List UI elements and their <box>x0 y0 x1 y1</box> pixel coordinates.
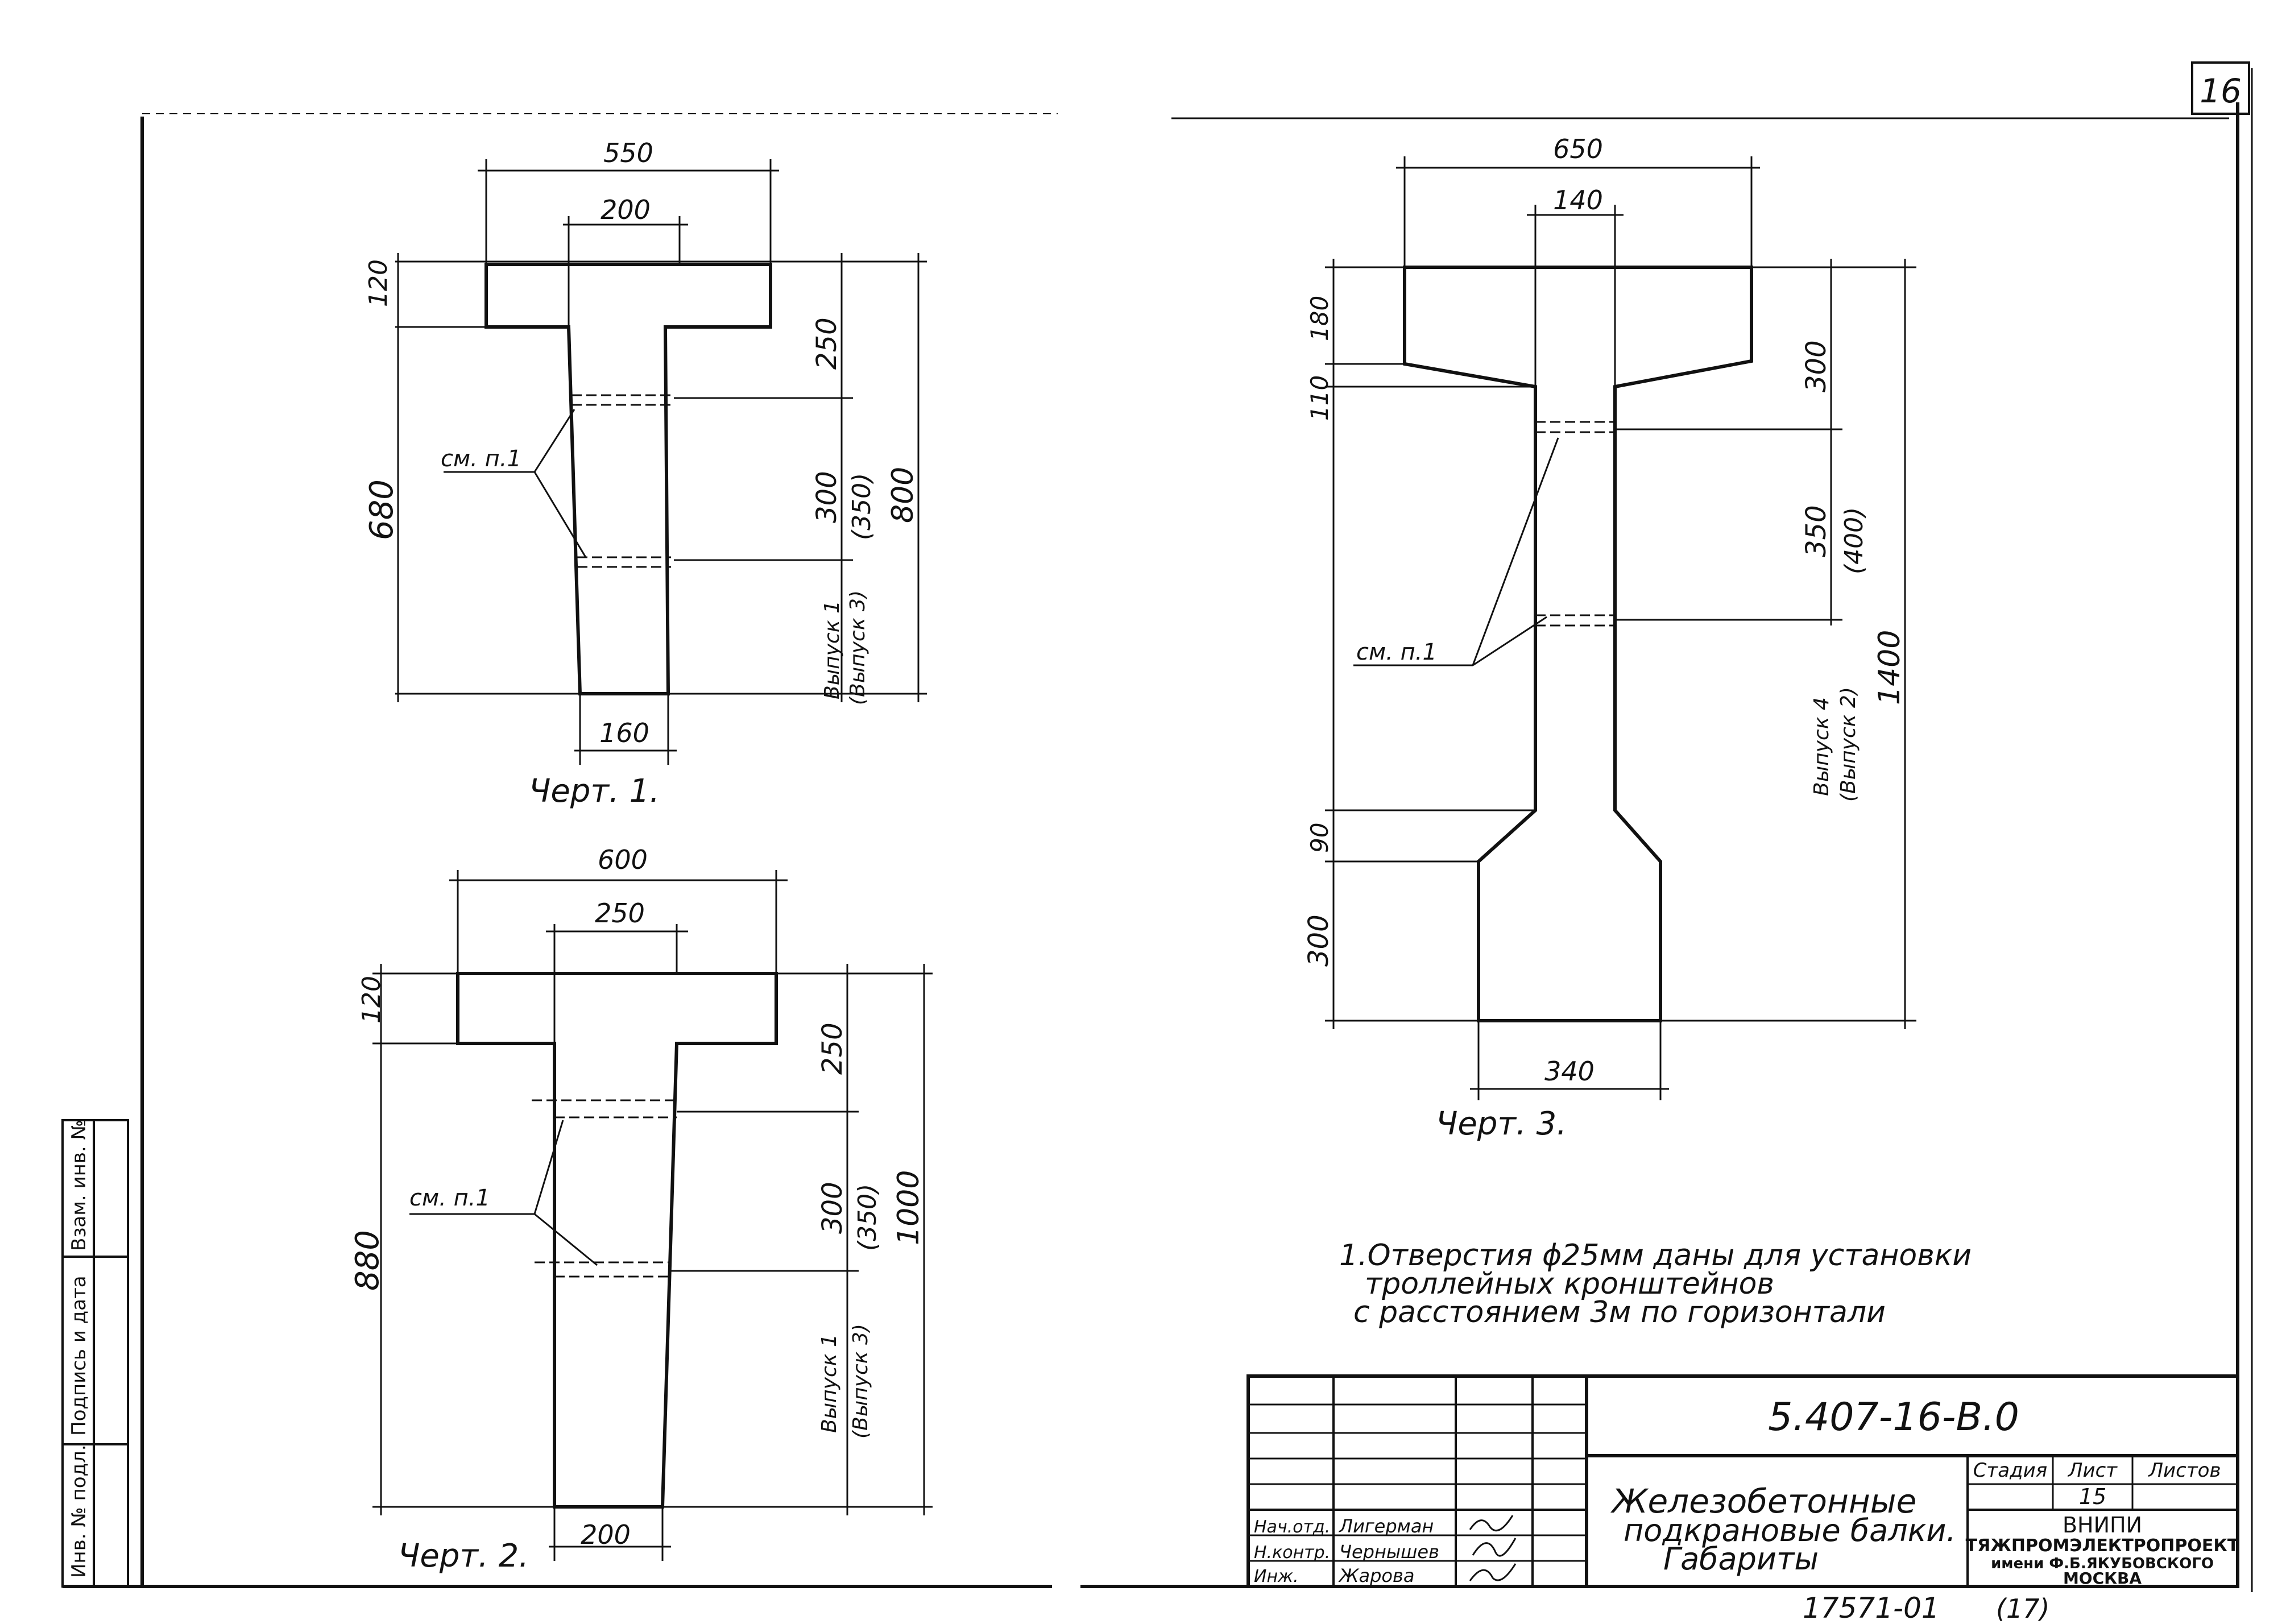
dim-2-250b: 250 <box>817 1022 848 1075</box>
caption-3: Черт. 3. <box>1436 1105 1567 1142</box>
title-line-1: Железобетонные <box>1610 1482 1916 1521</box>
sheet-value: 15 <box>2079 1484 2106 1509</box>
signature-2 <box>1472 1538 1517 1557</box>
dim-3-1400: 1400 <box>1873 630 1907 705</box>
dim-3-350: 350 <box>1800 505 1832 557</box>
notes: 1.Отверстия ϕ25мм даны для установки тро… <box>1339 1238 1972 1329</box>
side-stamp-sign: Подпись и дата <box>68 1275 90 1436</box>
row-name: Чернышев <box>1339 1541 1439 1563</box>
dim-2-350: (350) <box>853 1184 882 1251</box>
dimension-lines-3 <box>1325 156 1916 1100</box>
beam-section-3 <box>1403 266 1753 1022</box>
title-line-2: подкрановые балки. <box>1624 1513 1956 1548</box>
caption-2: Черт. 2. <box>398 1538 529 1575</box>
holes-2 <box>532 1099 677 1278</box>
dim-3-650: 650 <box>1553 134 1603 164</box>
org-line-4: МОСКВА <box>2063 1569 2142 1588</box>
row-role: Н.контр. <box>1254 1543 1330 1563</box>
drawing-2: 600 250 200 120 880 250 300 (350) 1000 В… <box>349 844 933 1575</box>
dim-1-350: (350) <box>847 473 876 540</box>
side-stamp-inv: Инв. № подл. <box>68 1444 90 1578</box>
svg-text:16: 16 <box>2200 72 2242 110</box>
issue-2: Выпуск 1 <box>818 1334 841 1433</box>
issue-3-alt: (Выпуск 2) <box>1837 687 1860 802</box>
org-line-1: ВНИПИ <box>2063 1513 2142 1538</box>
signature-rows: Нач.отд. Лигерман Н.контр. Чернышев Инж.… <box>1254 1515 1517 1586</box>
dim-2-300: 300 <box>817 1182 848 1234</box>
row-role: Инж. <box>1254 1567 1299 1586</box>
dim-3-140: 140 <box>1553 185 1603 216</box>
title-block <box>1246 1374 2239 1588</box>
signature-1 <box>1469 1515 1514 1532</box>
note-ref-1: см. п.1 <box>441 446 521 472</box>
sheets-label: Листов <box>2147 1459 2221 1482</box>
document-code: 5.407-16-В.0 <box>1768 1395 2019 1440</box>
holes-3 <box>1535 421 1615 627</box>
issue-2-alt: (Выпуск 3) <box>849 1324 872 1439</box>
dim-2-200: 200 <box>581 1519 631 1550</box>
org-line-2: ТЯЖПРОМЭЛЕКТРОПРОЕКТ <box>1966 1536 2239 1556</box>
dim-3-180: 180 <box>1306 296 1334 341</box>
note-line-1: 1.Отверстия ϕ25мм даны для установки <box>1339 1238 1972 1273</box>
page-number: 16 <box>2191 61 2250 115</box>
dim-3-300b: 300 <box>1303 914 1335 967</box>
dim-2-120: 120 <box>357 976 386 1024</box>
dim-3-340: 340 <box>1544 1056 1595 1087</box>
dim-1-300: 300 <box>811 471 843 523</box>
note-line-3: с расстоянием 3м по горизонтали <box>1353 1295 1886 1329</box>
dimension-lines-1 <box>395 159 927 765</box>
bottom-page: (17) <box>1996 1593 2049 1624</box>
dim-1-800: 800 <box>886 467 920 523</box>
bottom-code: 17571-01 <box>1803 1592 1940 1624</box>
dim-2-600: 600 <box>598 844 648 875</box>
note-ref-3: см. п.1 <box>1356 639 1437 665</box>
holes-1 <box>572 394 674 568</box>
issue-3: Выпуск 4 <box>1810 697 1833 796</box>
row-role: Нач.отд. <box>1254 1517 1330 1537</box>
caption-1: Черт. 1. <box>529 773 660 810</box>
org-line-3: имени Ф.Б.ЯКУБОВСКОГО <box>1991 1555 2214 1572</box>
dim-1-250: 250 <box>811 317 843 370</box>
dim-1-680: 680 <box>363 479 400 540</box>
drawing-1: 550 200 160 120 680 250 300 (350) 800 Вы… <box>363 138 927 810</box>
signature-3 <box>1469 1563 1517 1581</box>
drawing-3: 650 140 340 180 110 90 300 300 350 (400)… <box>1303 134 1916 1142</box>
stage-label: Стадия <box>1973 1459 2047 1482</box>
side-stamp <box>61 1119 129 1588</box>
row-name: Лигерман <box>1339 1515 1434 1537</box>
beam-section-1 <box>484 263 772 695</box>
dim-3-400: (400) <box>1840 507 1869 574</box>
dim-1-550: 550 <box>603 138 653 168</box>
row-name: Жарова <box>1338 1565 1414 1586</box>
side-stamp-vzam: Взам. инв. № <box>68 1120 90 1251</box>
note-line-2: троллейных кронштейнов <box>1365 1267 1774 1301</box>
dim-1-120: 120 <box>364 259 393 307</box>
issue-1: Выпуск 1 <box>821 600 844 699</box>
beam-section-2 <box>456 972 778 1509</box>
dim-1-160: 160 <box>599 718 649 748</box>
dimension-lines-2 <box>372 870 933 1561</box>
issue-1-alt: (Выпуск 3) <box>846 590 869 705</box>
dim-3-300: 300 <box>1800 340 1832 392</box>
dim-2-1000: 1000 <box>892 1170 926 1245</box>
dim-3-110: 110 <box>1306 375 1334 421</box>
title-line-3: Габариты <box>1663 1541 1819 1577</box>
dim-1-200: 200 <box>601 194 651 225</box>
note-ref-2: см. п.1 <box>409 1185 490 1211</box>
dim-2-880: 880 <box>349 1230 386 1291</box>
dim-2-250: 250 <box>595 898 645 929</box>
sheet-label: Лист <box>2067 1459 2118 1482</box>
dim-3-90: 90 <box>1306 823 1334 853</box>
